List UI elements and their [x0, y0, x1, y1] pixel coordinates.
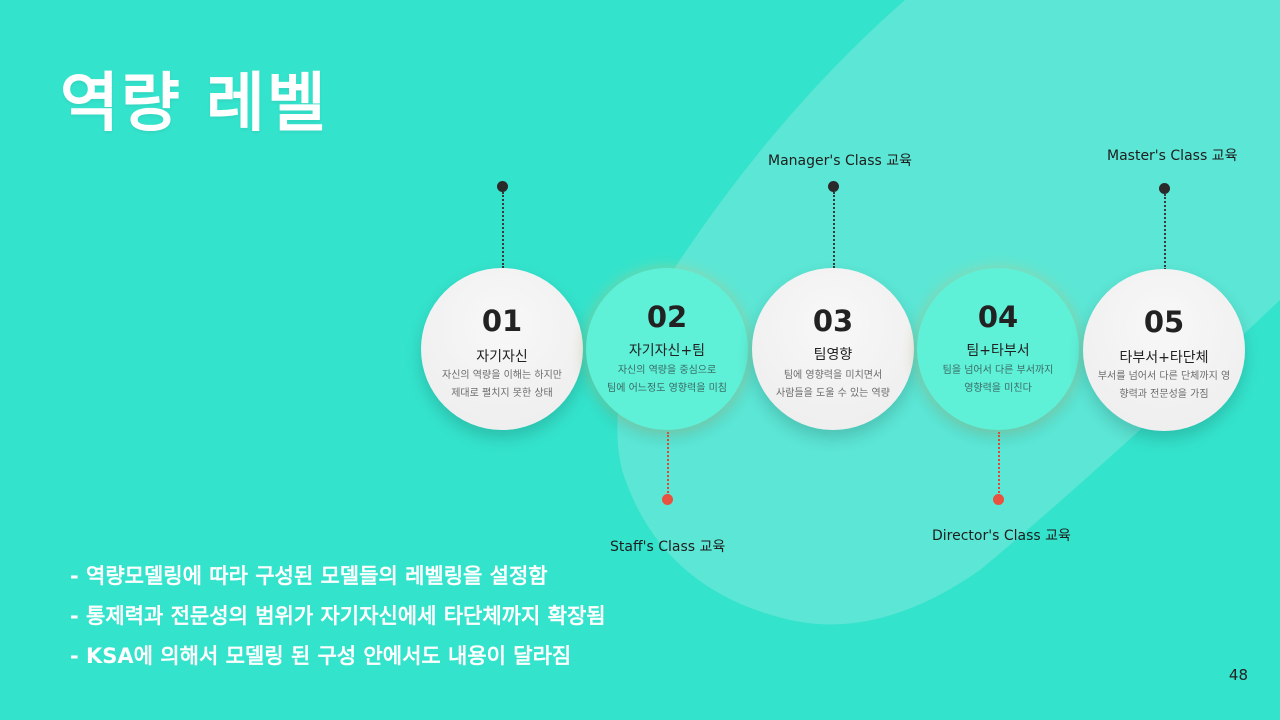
- level-circle-01: 01 자기자신 자신의 역량을 이해는 하지만 제대로 펼치지 못한 상태: [421, 268, 583, 430]
- connector-dot-03: [828, 181, 839, 192]
- level-desc-line2: 향력과 전문성을 가짐: [1119, 389, 1209, 400]
- page-title: 역량 레벨: [60, 67, 328, 141]
- level-desc-line2: 제대로 펼치지 못한 상태: [451, 388, 553, 399]
- level-desc-line1: 팀에 영향력을 미치면서: [783, 370, 883, 381]
- bullet-item: - 역량모델링에 따라 구성된 모델들의 레벨링을 설정함: [70, 564, 548, 588]
- bullet-item: - KSA에 의해서 모델링 된 구성 안에서도 내용이 달라짐: [70, 644, 572, 668]
- level-title: 타부서+타단체: [1119, 350, 1209, 366]
- level-desc-line1: 자신의 역량을 중심으로: [617, 365, 717, 376]
- connector-dot-02: [662, 494, 673, 505]
- connector-dot-05: [1159, 183, 1170, 194]
- level-number: 04: [977, 300, 1019, 334]
- bullet-item: - 통제력과 전문성의 범위가 자기자신에세 타단체까지 확장됨: [70, 604, 606, 628]
- connector-line-02: [667, 432, 669, 496]
- level-number: 05: [1143, 305, 1185, 339]
- connector-line-01: [502, 192, 504, 268]
- level-title: 자기자신: [476, 349, 528, 365]
- master-class-label: Master's Class 교육: [1107, 148, 1238, 164]
- staff-class-label: Staff's Class 교육: [610, 539, 726, 555]
- manager-class-label: Manager's Class 교육: [768, 153, 913, 169]
- level-number: 03: [812, 304, 854, 338]
- level-circle-05: 05 타부서+타단체 부서를 넘어서 다른 단체까지 영 향력과 전문성을 가짐: [1083, 269, 1245, 431]
- level-title: 팀+타부서: [966, 343, 1030, 359]
- connector-line-05: [1164, 194, 1166, 270]
- level-number: 02: [646, 300, 688, 334]
- level-desc-line2: 사람들을 도울 수 있는 역량: [776, 388, 890, 399]
- connector-line-04: [998, 432, 1000, 496]
- level-circle-02: 02 자기자신+팀 자신의 역량을 중심으로 팀에 어느정도 영향력을 미침: [586, 268, 748, 430]
- level-desc-line1: 팀을 넘어서 다른 부서까지: [942, 365, 1054, 376]
- level-desc-line2: 영향력을 미친다: [964, 383, 1032, 394]
- bullet-list: - 역량모델링에 따라 구성된 모델들의 레벨링을 설정함 - 통제력과 전문성…: [70, 556, 606, 676]
- page-number: 48: [1228, 666, 1248, 684]
- director-class-label: Director's Class 교육: [932, 528, 1071, 544]
- level-desc-line1: 자신의 역량을 이해는 하지만: [442, 370, 562, 381]
- level-desc-line2: 팀에 어느정도 영향력을 미침: [607, 383, 727, 394]
- level-number: 01: [481, 304, 523, 338]
- connector-dot-01: [497, 181, 508, 192]
- connector-line-03: [833, 192, 835, 268]
- level-title: 팀영향: [813, 347, 853, 363]
- connector-dot-04: [993, 494, 1004, 505]
- level-circle-03: 03 팀영향 팀에 영향력을 미치면서 사람들을 도울 수 있는 역량: [752, 268, 914, 430]
- level-circle-04: 04 팀+타부서 팀을 넘어서 다른 부서까지 영향력을 미친다: [917, 268, 1079, 430]
- level-title: 자기자신+팀: [628, 343, 706, 359]
- level-desc-line1: 부서를 넘어서 다른 단체까지 영: [1097, 371, 1231, 382]
